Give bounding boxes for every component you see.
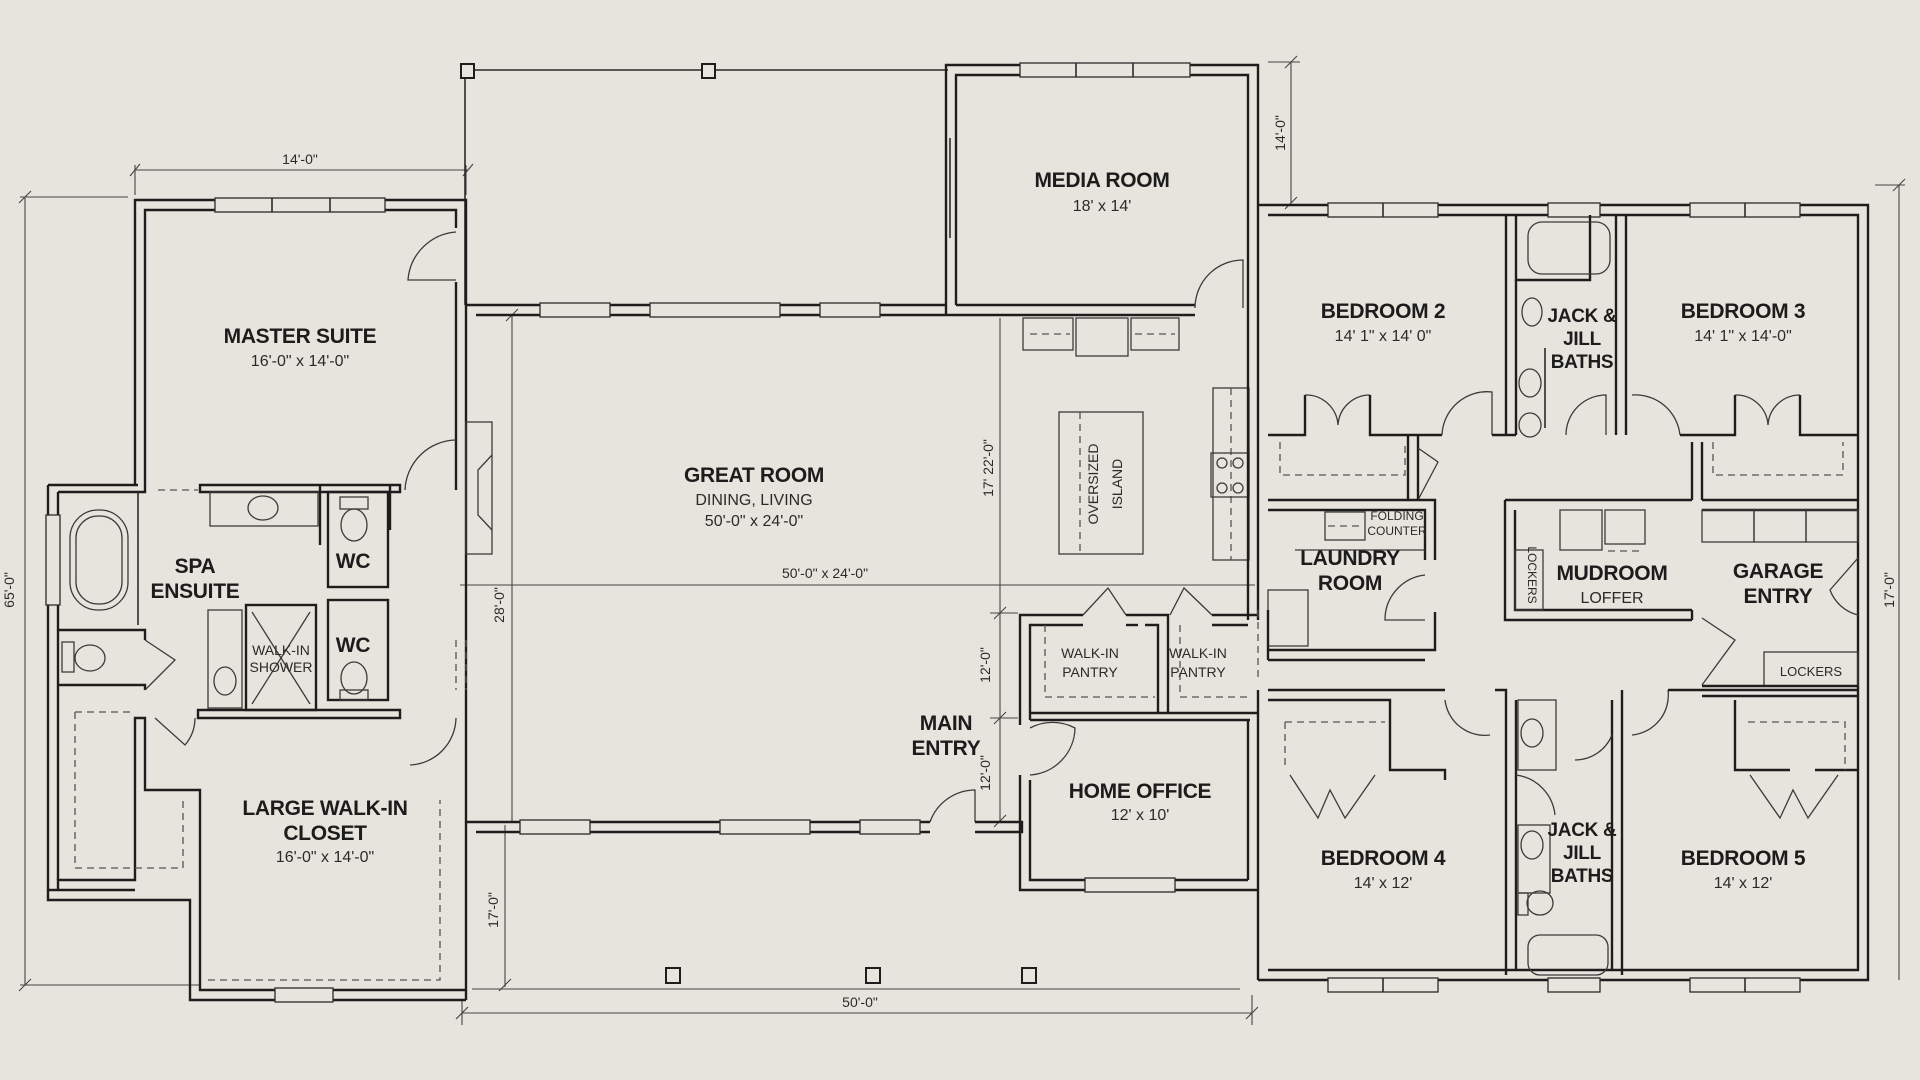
label-wc-2: WC — [336, 634, 371, 657]
label-garage-line2: ENTRY — [1744, 585, 1813, 608]
size-home-office: 12' x 10' — [1111, 807, 1170, 824]
dimension-lines — [18, 55, 1906, 1025]
size-bedroom-2: 14' 1" x 14' 0" — [1335, 328, 1432, 345]
label-media-room: MEDIA ROOM — [1034, 169, 1169, 192]
porch-post — [1021, 967, 1037, 984]
oversized-island — [1058, 411, 1144, 555]
label-bedroom-3: BEDROOM 3 — [1681, 300, 1805, 323]
label-laundry-line2: ROOM — [1318, 572, 1382, 595]
label-island-line2: ISLAND — [1109, 459, 1125, 510]
rear-porch — [460, 63, 948, 305]
dim-overall-bottom: 50'-0" — [842, 994, 878, 1010]
dim-great-room-depth: 28'-0" — [491, 587, 507, 623]
subtitle-mudroom: LOFFER — [1580, 590, 1643, 607]
dim-right-wing: 17'-0" — [1881, 572, 1897, 608]
label-bedroom-5: BEDROOM 5 — [1681, 847, 1806, 870]
size-bedroom-4: 14' x 12' — [1354, 875, 1413, 892]
dim-kitchen: 17' 22'-0" — [980, 439, 996, 497]
size-master-suite: 16'-0" x 14'-0" — [251, 353, 349, 370]
size-media-room: 18' x 14' — [1073, 198, 1132, 215]
label-garage-lockers: LOCKERS — [1780, 664, 1842, 679]
kitchen — [1022, 205, 1260, 620]
label-pantry1-line2: PANTRY — [1062, 664, 1118, 680]
porch-post — [460, 63, 475, 79]
label-home-office: HOME OFFICE — [1069, 780, 1212, 803]
label-entry-line2: ENTRY — [912, 737, 981, 760]
label-laundry-line1: LAUNDRY — [1300, 547, 1400, 570]
dim-great-room-inner: 50'-0" x 24'-0" — [782, 565, 868, 581]
size-great-room: 50'-0" x 24'-0" — [705, 513, 803, 530]
label-pantry2-line1: WALK-IN — [1169, 645, 1227, 661]
size-closet: 16'-0" x 14'-0" — [276, 849, 374, 866]
label-jj-lower-line1: JACK & — [1548, 820, 1618, 841]
porch-post — [865, 967, 881, 984]
label-great-room: GREAT ROOM — [684, 464, 824, 487]
label-bedroom-4: BEDROOM 4 — [1321, 847, 1446, 870]
label-jj-upper-line1: JACK & — [1548, 306, 1618, 327]
label-jj-lower-line2: JILL — [1563, 843, 1602, 864]
label-island-line1: OVERSIZED — [1085, 444, 1101, 525]
room-labels: 14'-0" 65'-0" 50'-0" 14'-0" 17'-0" 50'-0… — [1, 115, 1897, 1010]
dim-pantry: 12'-0" — [977, 647, 993, 683]
bedroom-wing-walls — [1257, 202, 1870, 993]
subtitle-great-room: DINING, LIVING — [695, 492, 812, 509]
label-bedroom-2: BEDROOM 2 — [1321, 300, 1445, 323]
porch-post — [701, 63, 716, 79]
front-porch — [665, 967, 1037, 984]
label-jj-lower-line3: BATHS — [1551, 866, 1614, 887]
label-entry-line1: MAIN — [920, 712, 972, 735]
label-shower-line2: SHOWER — [250, 659, 313, 675]
master-wing-walls — [45, 197, 468, 1003]
size-bedroom-5: 14' x 12' — [1714, 875, 1773, 892]
label-shower-line1: WALK-IN — [252, 642, 310, 658]
dim-entry: 12'-0" — [977, 755, 993, 791]
dim-front-porch: 17'-0" — [485, 892, 501, 928]
dim-master-width: 14'-0" — [282, 151, 318, 167]
size-bedroom-3: 14' 1" x 14'-0" — [1694, 328, 1792, 345]
label-master-suite: MASTER SUITE — [224, 325, 377, 348]
label-mudroom: MUDROOM — [1556, 562, 1667, 585]
label-closet-line1: LARGE WALK-IN — [242, 797, 407, 820]
label-garage-line1: GARAGE — [1733, 560, 1824, 583]
label-spa-line2: ENSUITE — [151, 580, 240, 603]
label-closet-line2: CLOSET — [283, 822, 367, 845]
porch-post — [665, 967, 681, 984]
label-spa-line1: SPA — [175, 555, 216, 578]
label-wc-1: WC — [336, 550, 371, 573]
label-mudroom-lockers: LOCKERS — [1525, 546, 1539, 603]
label-folding-line1: FOLDING — [1370, 509, 1423, 523]
label-jj-upper-line2: JILL — [1563, 329, 1602, 350]
pantry-office-walls — [1018, 586, 1260, 980]
label-pantry1-line1: WALK-IN — [1061, 645, 1119, 661]
dim-media-depth: 14'-0" — [1272, 115, 1288, 151]
label-jj-upper-line3: BATHS — [1551, 352, 1614, 373]
great-room-walls — [455, 302, 1024, 835]
label-folding-line2: COUNTER — [1367, 524, 1427, 538]
label-pantry2-line2: PANTRY — [1170, 664, 1226, 680]
dim-overall-left: 65'-0" — [1, 572, 17, 608]
media-room-walls — [944, 62, 1260, 317]
